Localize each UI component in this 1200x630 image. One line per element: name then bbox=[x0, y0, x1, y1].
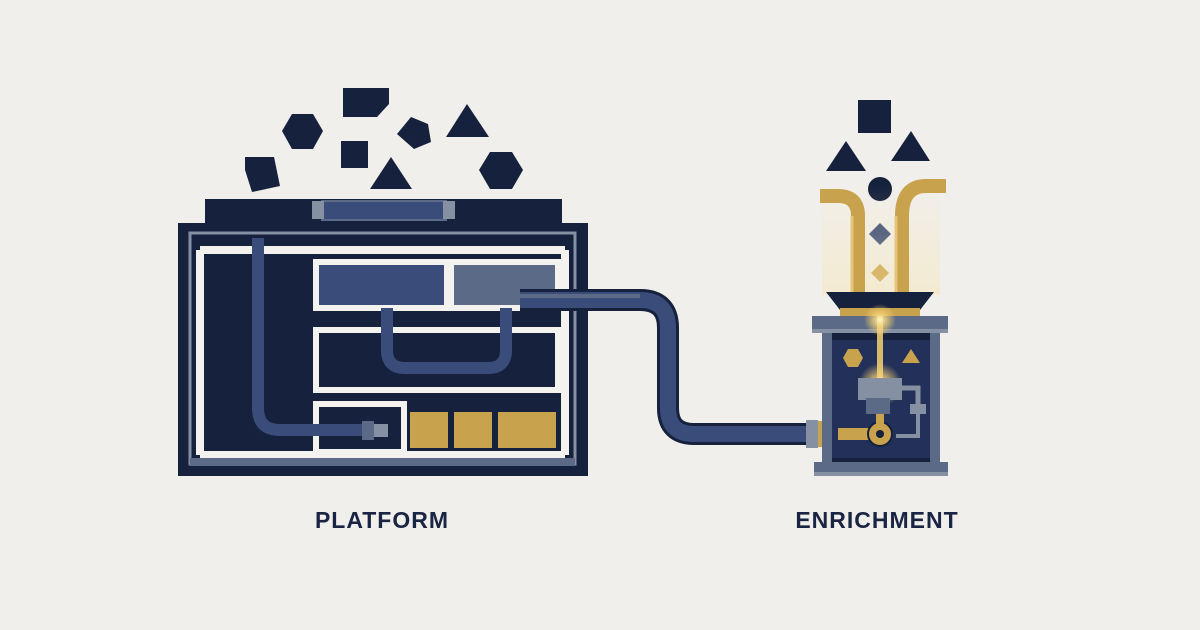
gold-block bbox=[498, 412, 556, 448]
pentagon-icon bbox=[397, 117, 431, 149]
triangle-icon bbox=[446, 104, 489, 137]
gold-block bbox=[410, 412, 448, 448]
platform-base bbox=[190, 458, 575, 466]
valve-stem bbox=[838, 428, 874, 440]
hexagon-icon bbox=[843, 349, 863, 367]
platform-frame bbox=[196, 246, 569, 459]
platform-lid-panel bbox=[321, 200, 447, 221]
valve-arm bbox=[876, 414, 884, 424]
hexagon-icon bbox=[479, 152, 523, 189]
gold-block bbox=[454, 412, 492, 448]
hexagon-icon bbox=[282, 114, 323, 149]
platform-lid-clip bbox=[443, 201, 455, 219]
pipe-coupling bbox=[362, 421, 374, 440]
mechanism-arm bbox=[910, 404, 926, 414]
platform-internal-pipe bbox=[252, 238, 365, 436]
mechanism-block bbox=[866, 398, 890, 414]
triangle-icon bbox=[902, 349, 920, 363]
mechanism-arm bbox=[896, 414, 920, 438]
platform-machine bbox=[178, 199, 588, 476]
gold-output-pipe bbox=[895, 179, 946, 292]
funnel-glow bbox=[822, 185, 940, 295]
mechanism-arm bbox=[902, 385, 921, 404]
triangle-icon bbox=[826, 141, 866, 171]
pipe-coupling bbox=[374, 424, 388, 437]
valve-hub bbox=[876, 430, 884, 438]
gold-output-pipe bbox=[820, 189, 865, 292]
platform-u-channel bbox=[381, 308, 512, 374]
platform-lid-clip bbox=[312, 201, 324, 219]
square-icon bbox=[341, 141, 368, 168]
square-icon bbox=[858, 100, 891, 133]
enrichment-beam bbox=[877, 316, 883, 386]
square-icon bbox=[343, 88, 389, 117]
enrichment-side-plate bbox=[930, 333, 940, 466]
enrichment-side-plate bbox=[822, 333, 832, 466]
enrichment-base bbox=[814, 462, 948, 474]
triangle-icon bbox=[370, 157, 412, 189]
platform-compartment bbox=[313, 327, 561, 393]
platform-compartment bbox=[313, 259, 450, 311]
enrichment-machine bbox=[812, 179, 948, 476]
pentagon-icon bbox=[245, 157, 280, 192]
pipe-coupling bbox=[806, 420, 818, 448]
raw-data-shapes bbox=[245, 88, 523, 192]
platform-label: PLATFORM bbox=[314, 507, 450, 533]
enrichment-label: ENRICHMENT bbox=[795, 507, 959, 533]
triangle-icon bbox=[891, 131, 930, 161]
enrichment-glow bbox=[864, 304, 896, 336]
enrichment-hopper bbox=[826, 292, 934, 310]
mechanism-block bbox=[858, 378, 902, 400]
enrichment-base-edge bbox=[814, 472, 948, 476]
